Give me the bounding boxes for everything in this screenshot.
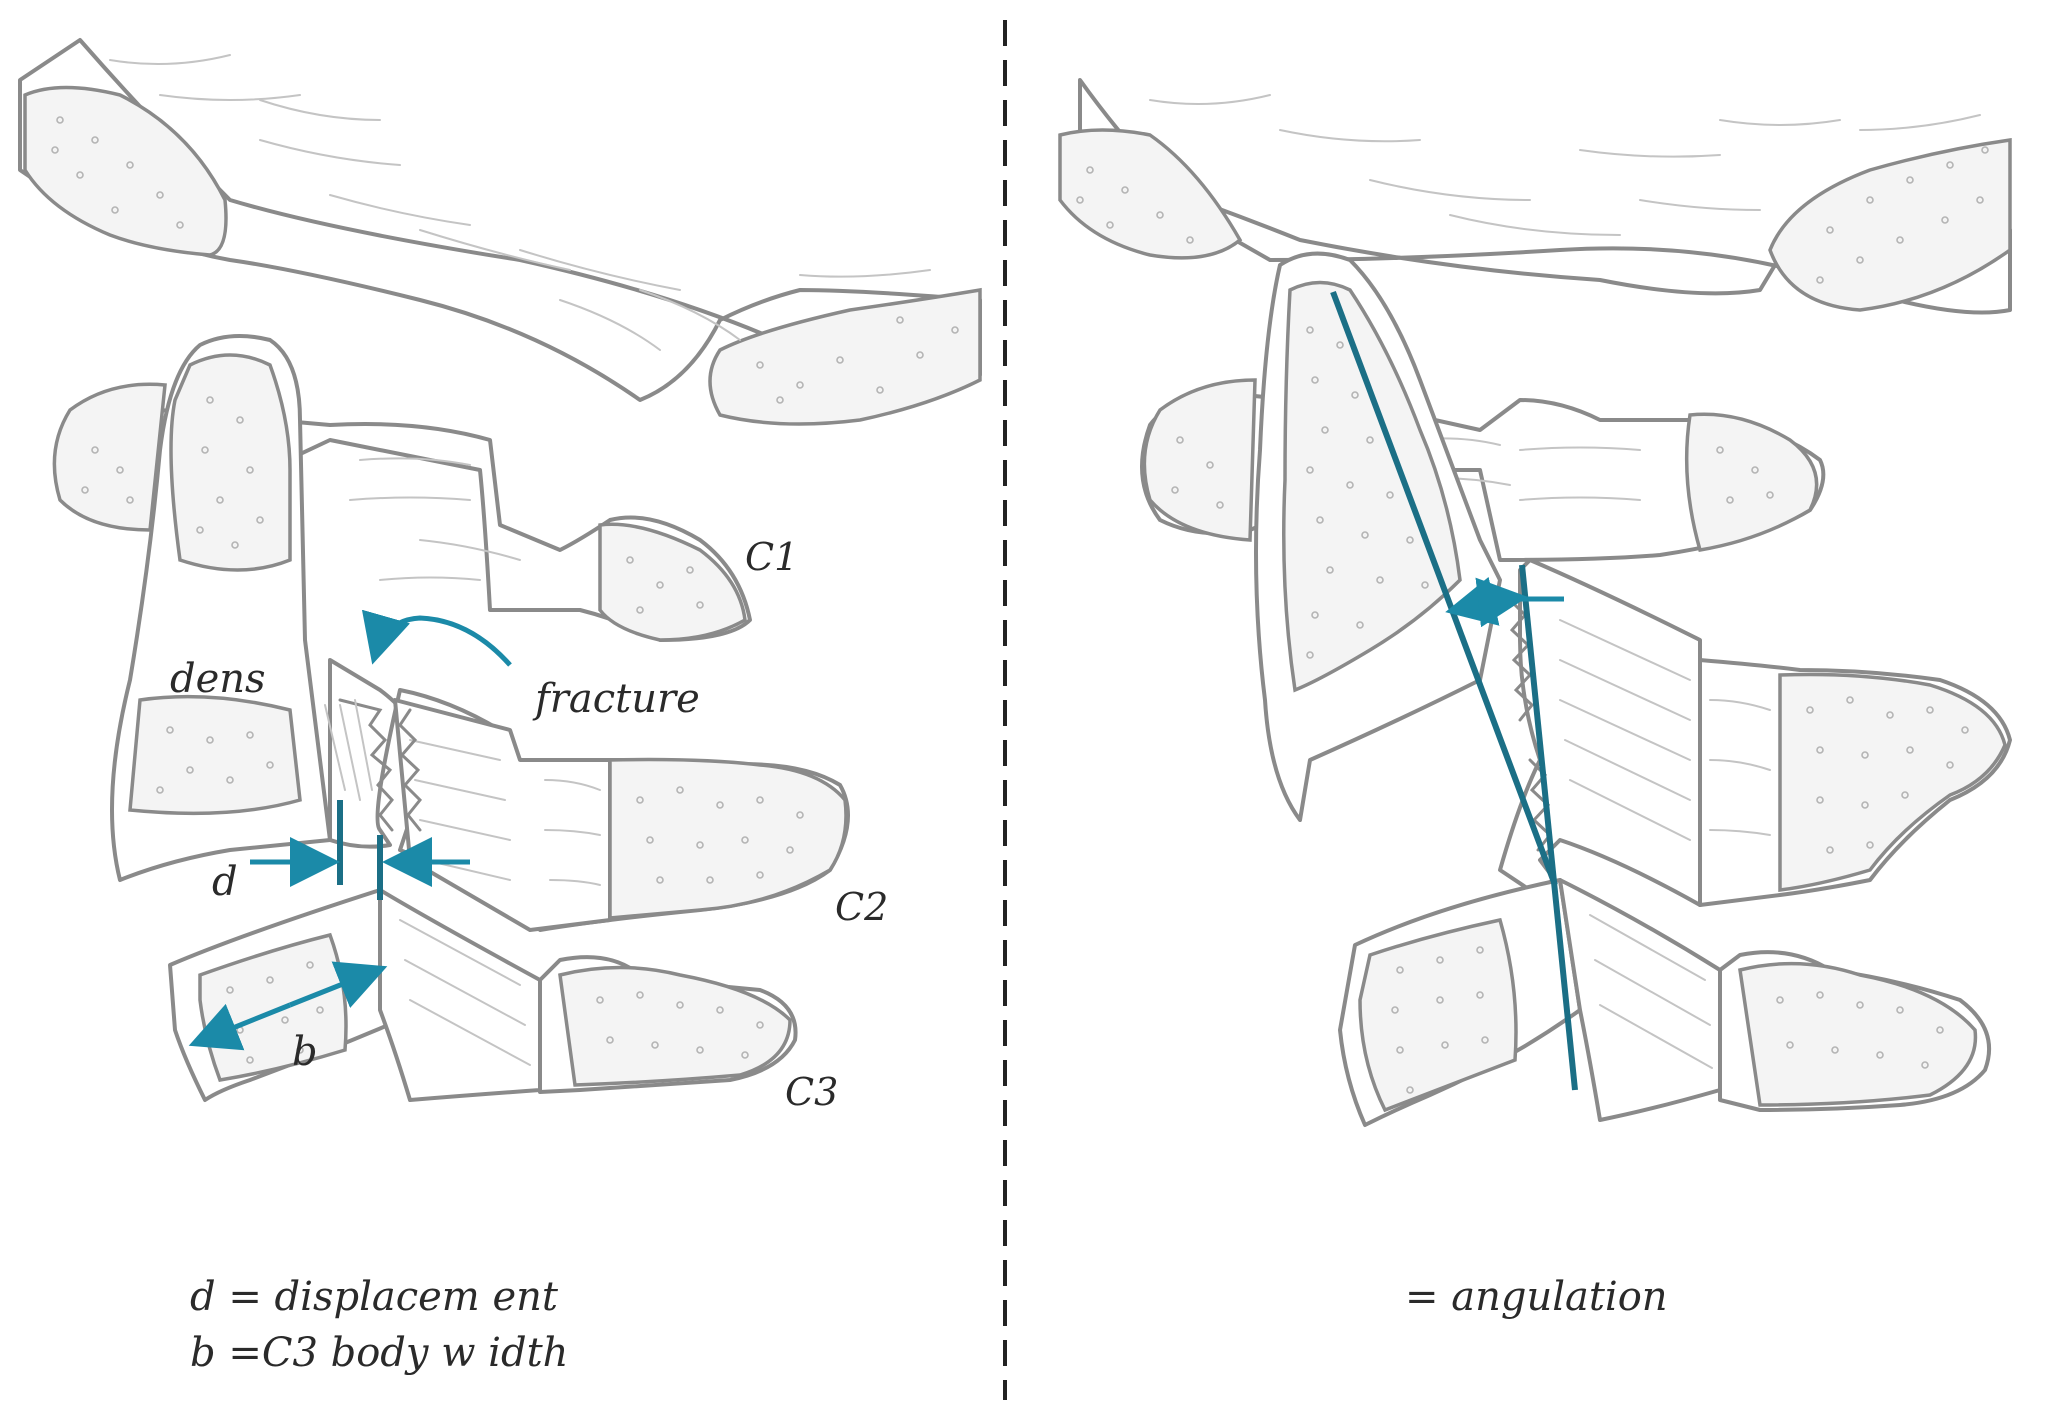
label-c3: C3	[785, 1070, 838, 1114]
fracture-arrow	[361, 609, 512, 667]
label-c2: C2	[835, 885, 888, 929]
legend-displacement: d = displacem ent	[190, 1274, 559, 1320]
legend-body-width: b =C3 body w idth	[190, 1330, 568, 1376]
c3-left	[168, 888, 798, 1102]
label-dens: dens	[170, 656, 266, 702]
c3-right	[1338, 878, 1992, 1127]
label-fracture: fracture	[532, 676, 700, 722]
label-b: b	[292, 1029, 318, 1075]
dens-right	[1254, 251, 1502, 822]
c3-body-width-marker	[188, 961, 388, 1051]
legend-angulation: = angulation	[1405, 1274, 1668, 1320]
skull-stipple-left	[51, 116, 959, 404]
skull-base-left	[18, 38, 982, 426]
dens-left	[110, 334, 332, 882]
displacement-marker	[250, 800, 470, 900]
skull-base-right	[1058, 78, 2012, 315]
left-panel: C1 C2 C3 dens fracture d b d = displacem…	[18, 38, 982, 1376]
right-panel: = angulation	[1058, 78, 2012, 1320]
label-c1: C1	[745, 535, 798, 579]
angulation-marker	[1330, 290, 1578, 1091]
c1-atlas-right	[1140, 378, 1826, 562]
label-d: d	[212, 859, 238, 905]
c2-body-right	[1498, 558, 2012, 907]
